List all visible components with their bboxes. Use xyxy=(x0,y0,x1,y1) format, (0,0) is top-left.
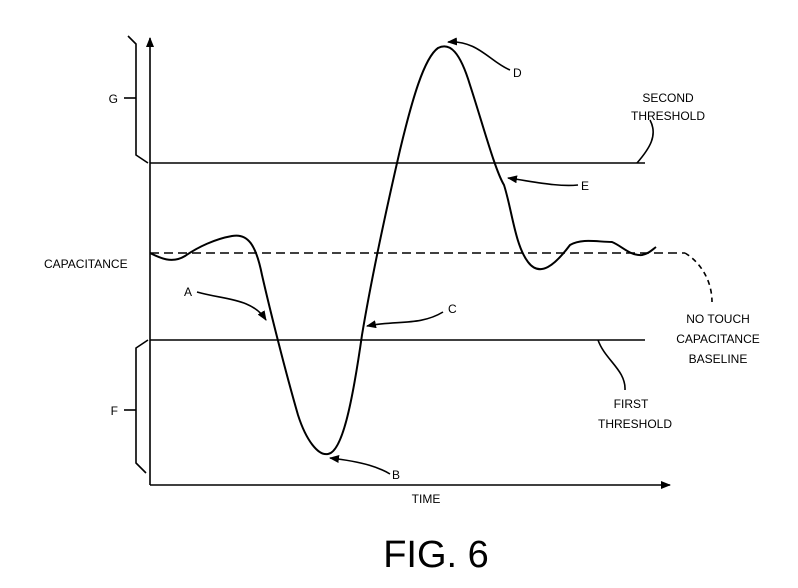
baseline-label-line1: NO TOUCH xyxy=(686,312,750,326)
b-leader xyxy=(329,455,391,475)
f-label: F xyxy=(111,404,118,418)
c-leader xyxy=(366,311,444,329)
baseline-leader xyxy=(684,252,713,303)
baseline-label-line3: BASELINE xyxy=(689,352,748,366)
g-bracket xyxy=(127,35,149,164)
g-label: G xyxy=(109,92,118,106)
second-threshold-label-line1: SECOND xyxy=(642,91,694,105)
a-leader xyxy=(196,291,267,321)
callout-a: A xyxy=(184,285,192,299)
figure-title: FIG. 6 xyxy=(383,534,489,576)
f-bracket xyxy=(135,339,149,474)
first-threshold-label-line1: FIRST xyxy=(614,397,649,411)
first-threshold-label-line2: THRESHOLD xyxy=(598,417,672,431)
callout-e: E xyxy=(581,179,589,193)
callout-b: B xyxy=(392,468,400,482)
second-threshold-label-line2: THRESHOLD xyxy=(631,109,705,123)
callout-d: D xyxy=(513,66,522,80)
y-axis-label: CAPACITANCE xyxy=(44,257,128,271)
capacitance-signal-curve xyxy=(149,45,657,456)
x-axis-label: TIME xyxy=(412,492,441,506)
d-leader xyxy=(447,37,511,71)
second-threshold-leader xyxy=(636,119,654,164)
e-leader xyxy=(507,175,579,187)
callout-c: C xyxy=(448,302,457,316)
baseline-label-line2: CAPACITANCE xyxy=(676,332,760,346)
first-threshold-leader xyxy=(597,339,626,391)
